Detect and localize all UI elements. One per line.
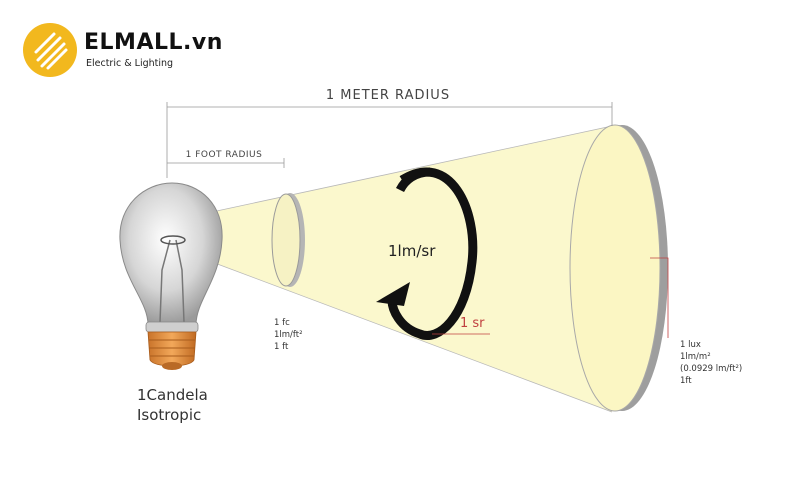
foot-radius-label: 1 FOOT RADIUS bbox=[186, 150, 263, 160]
cone-top-edge bbox=[211, 125, 613, 213]
far-disk-lmm: 1lm/m² bbox=[680, 352, 711, 362]
far-disk-leader bbox=[650, 257, 669, 338]
light-beam-cone bbox=[212, 126, 612, 412]
far-disk-lux: 1 lux bbox=[680, 340, 701, 350]
near-disk-fc: 1 fc bbox=[274, 318, 290, 328]
near-disk-ft: 1 ft bbox=[274, 342, 289, 352]
steradian-arrow-top-tail bbox=[395, 167, 431, 193]
bulb-base bbox=[147, 331, 197, 367]
lightning-logo-icon bbox=[23, 23, 77, 77]
intensity-label: 1lm/sr bbox=[388, 242, 436, 260]
light-bulb bbox=[119, 182, 223, 370]
source-isotropic-label: Isotropic bbox=[137, 406, 201, 424]
bulb-base-tip bbox=[162, 362, 182, 370]
bulb-filament-support bbox=[159, 239, 185, 323]
steradian-rotation-arrow bbox=[387, 167, 478, 340]
brand-tagline: Electric & Lighting bbox=[86, 58, 174, 69]
far-disk bbox=[569, 124, 661, 412]
steradian-arrow-head bbox=[376, 282, 410, 306]
brand-name: ELMALL.vn bbox=[84, 30, 223, 55]
steradian-label: 1 sr bbox=[460, 316, 485, 331]
meter-radius-label: 1 METER RADIUS bbox=[326, 88, 450, 103]
brand-logo: ELMALL.vn Electric & Lighting bbox=[22, 22, 222, 78]
far-disk-conversion: (0.0929 lm/ft²) bbox=[680, 364, 742, 374]
far-disk-ft: 1ft bbox=[680, 376, 692, 386]
bulb-glass bbox=[119, 182, 223, 326]
near-disk bbox=[271, 193, 301, 287]
near-disk-lmft: 1lm/ft² bbox=[274, 330, 303, 340]
source-candela-label: 1Candela bbox=[137, 386, 208, 404]
bulb-neck bbox=[145, 321, 199, 333]
cone-bottom-edge bbox=[211, 261, 613, 413]
bulb-filament bbox=[160, 235, 186, 245]
